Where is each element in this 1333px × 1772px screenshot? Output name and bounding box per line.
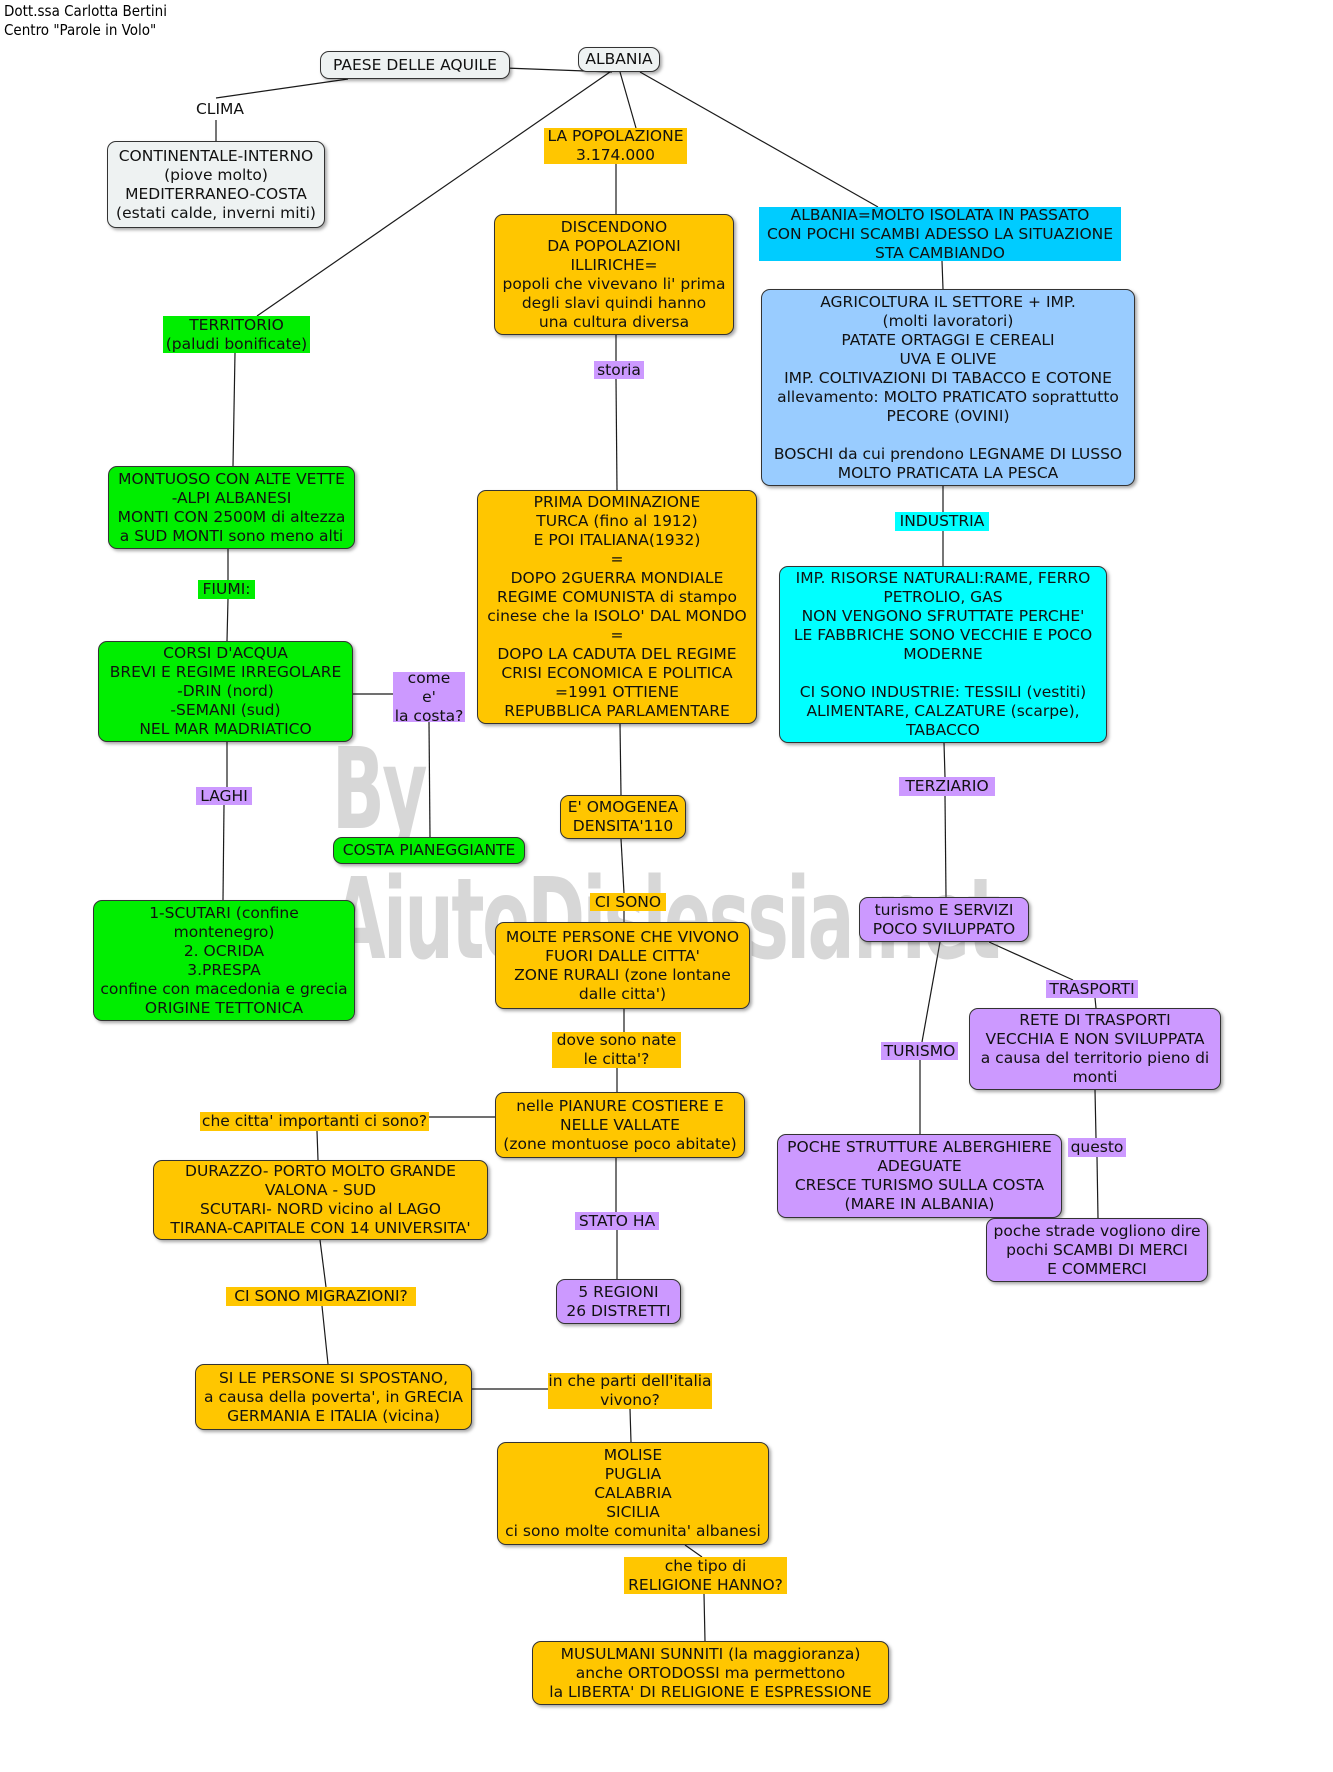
label-religione: che tipo di RELIGIONE HANNO? (624, 1557, 787, 1594)
node-religione[interactable]: MUSULMANI SUNNITI (la maggioranza) anche… (532, 1641, 889, 1705)
node-strutture-alberghiere[interactable]: POCHE STRUTTURE ALBERGHIERE ADEGUATE CRE… (777, 1134, 1062, 1218)
label-popolazione: LA POPOLAZIONE 3.174.000 (544, 127, 687, 164)
connector-line-28 (222, 804, 225, 901)
connector-line-36 (988, 941, 1074, 981)
node-migrazioni[interactable]: SI LE PERSONE SI SPOSTANO, a causa della… (195, 1364, 472, 1430)
connector-line-34 (943, 742, 946, 778)
connector-line-35 (944, 795, 947, 898)
connector-line-41 (1096, 1156, 1099, 1219)
node-citta[interactable]: DURAZZO- PORTO MOLTO GRANDE VALONA - SUD… (153, 1160, 488, 1240)
connector-line-21 (629, 1408, 632, 1443)
label-laghi: LAGHI (196, 787, 252, 805)
label-migrazioni: CI SONO MIGRAZIONI? (226, 1287, 416, 1306)
node-risorse[interactable]: IMP. RISORSE NATURALI:RAME, FERRO PETROL… (779, 566, 1107, 743)
connector-line-10 (620, 838, 625, 894)
node-clima-details[interactable]: CONTINENTALE-INTERNO (piove molto) MEDIT… (107, 141, 325, 228)
node-montuoso[interactable]: MONTUOSO CON ALTE VETTE -ALPI ALBANESI M… (108, 466, 355, 549)
node-rete-trasporti[interactable]: RETE DI TRASPORTI VECCHIA E NON SVILUPPA… (969, 1008, 1221, 1090)
connector-line-1 (619, 71, 637, 129)
connector-line-3 (256, 71, 611, 317)
node-pianure[interactable]: nelle PIANURE COSTIERE E NELLE VALLATE (… (495, 1092, 745, 1158)
node-corsi-acqua[interactable]: CORSI D'ACQUA BREVI E REGIME IRREGOLARE … (98, 641, 353, 742)
author-credit: Dott.ssa Carlotta Bertini Centro "Parole… (4, 2, 167, 39)
connector-line-23 (703, 1593, 706, 1642)
connector-line-24 (232, 352, 236, 467)
label-fiumi: FIUMI: (198, 580, 255, 599)
node-poche-strade[interactable]: poche strade vogliono dire pochi SCAMBI … (986, 1218, 1208, 1282)
connector-line-8 (615, 378, 618, 491)
node-albania[interactable]: ALBANIA (578, 47, 660, 72)
node-prima-dominazione[interactable]: PRIMA DOMINAZIONE TURCA (fino al 1912) E… (477, 490, 757, 724)
connector-line-4 (215, 78, 349, 99)
label-come-costa: come e' la costa? (393, 668, 465, 725)
label-parti-italia: in che parti dell'italia vivono? (548, 1372, 712, 1409)
connector-line-17 (316, 1130, 319, 1161)
connector-line-19 (321, 1305, 329, 1365)
connector-line-37 (1094, 997, 1097, 1009)
node-laghi[interactable]: 1-SCUTARI (confine montenegro) 2. OCRIDA… (93, 900, 355, 1021)
node-costa[interactable]: COSTA PIANEGGIANTE (333, 837, 525, 864)
node-regioni-italia[interactable]: MOLISE PUGLIA CALABRIA SICILIA ci sono m… (497, 1442, 769, 1545)
label-industria: INDUSTRIA (895, 512, 989, 531)
node-agricoltura[interactable]: AGRICOLTURA IL SETTORE + IMP. (molti lav… (761, 289, 1135, 486)
label-dove-sono-nate: dove sono nate le citta'? (552, 1031, 681, 1068)
label-territorio: TERRITORIO (paludi bonificate) (163, 316, 310, 353)
node-omogenea[interactable]: E' OMOGENEA DENSITA'110 (560, 795, 686, 839)
node-regioni[interactable]: 5 REGIONI 26 DISTRETTI (556, 1279, 681, 1324)
label-isolata: ALBANIA=MOLTO ISOLATA IN PASSATO CON POC… (759, 206, 1121, 262)
label-ci-sono: CI SONO (590, 893, 666, 911)
node-molte-persone[interactable]: MOLTE PERSONE CHE VIVONO FUORI DALLE CIT… (495, 922, 750, 1009)
node-discendono[interactable]: DISCENDONO DA POPOLAZIONI ILLIRICHE= pop… (494, 214, 734, 335)
label-clima: CLIMA (195, 99, 244, 118)
connector-line-30 (428, 721, 431, 838)
connector-line-18 (319, 1239, 327, 1288)
node-paese-delle-aquile[interactable]: PAESE DELLE AQUILE (320, 51, 510, 79)
label-stato-ha: STATO HA (575, 1212, 659, 1230)
label-questo: questo (1068, 1138, 1126, 1157)
connector-line-22 (684, 1544, 703, 1558)
label-storia: storia (594, 361, 644, 379)
node-turismo-servizi[interactable]: turismo E SERVIZI POCO SVILUPPATO (859, 897, 1029, 942)
connector-line-40 (1094, 1089, 1097, 1139)
label-turismo: TURISMO (881, 1042, 958, 1060)
connector-line-2 (639, 71, 879, 208)
connector-line-38 (921, 941, 941, 1043)
connector-line-31 (941, 260, 944, 290)
label-trasporti: TRASPORTI (1046, 980, 1138, 998)
label-terziario: TERZIARIO (899, 777, 995, 796)
label-citta-importanti: che citta' importanti ci sono? (200, 1112, 429, 1131)
connector-line-26 (226, 598, 229, 642)
connector-line-9 (619, 723, 622, 796)
